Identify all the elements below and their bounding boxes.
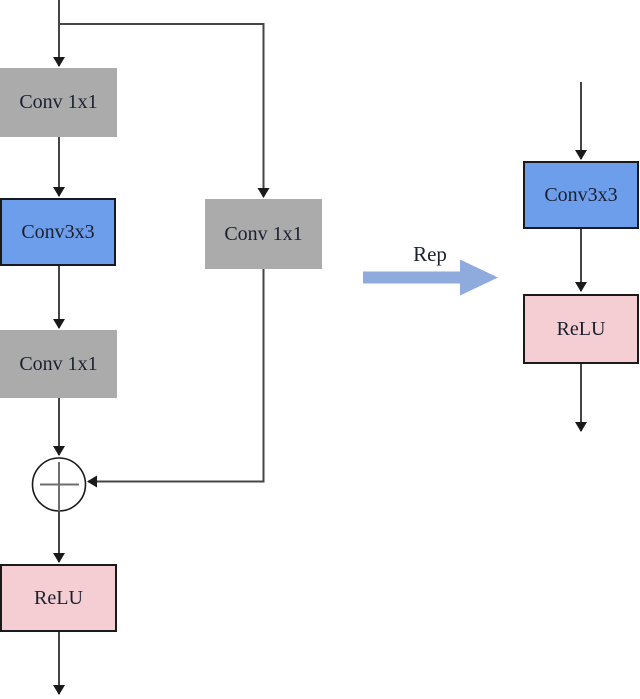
- block-conv3x3: Conv3x3: [0, 198, 116, 266]
- edge-branch-to-add: [87, 269, 265, 488]
- rep-label: Rep: [413, 242, 447, 266]
- block-rep-relu: ReLU: [523, 294, 639, 364]
- block-branch-conv1x1: Conv 1x1: [205, 199, 322, 269]
- rep-arrow-icon: [363, 259, 498, 296]
- block-rep-conv3x3: Conv3x3: [523, 161, 639, 229]
- block-conv1x1-top: Conv 1x1: [0, 68, 117, 137]
- block-relu: ReLU: [0, 564, 117, 632]
- block-conv1x1-bottom: Conv 1x1: [0, 330, 117, 398]
- edge-input-to-branch-conv1x1: [59, 23, 270, 198]
